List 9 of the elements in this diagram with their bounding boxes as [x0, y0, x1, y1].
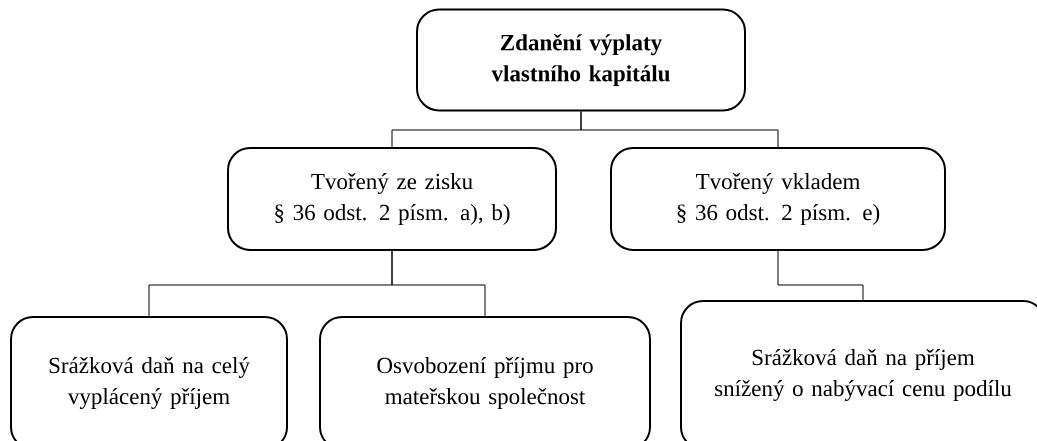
connector-line: [391, 250, 486, 317]
process-box: Srážková daň na příjem snížený o nabývací cenu podílu: [680, 300, 1037, 441]
process-box: Zdanění výplaty vlastního kapitálu: [416, 8, 746, 112]
process-box: Tvořený ze zisku § 36 odst. 2 písm. a), b): [227, 147, 557, 251]
connector-line: [580, 111, 779, 148]
process-box: Tvořený vkladem § 36 odst. 2 písm. e): [610, 147, 946, 251]
process-box: Srážková daň na celý vyplácený příjem: [10, 316, 288, 441]
process-box: Osvobození příjmu pro mateřskou společnost: [319, 316, 651, 441]
connector-line: [777, 250, 864, 301]
